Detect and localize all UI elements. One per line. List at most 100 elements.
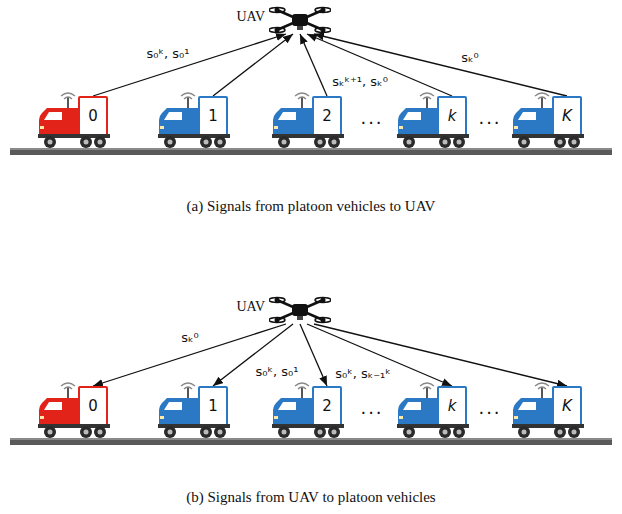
cab-window xyxy=(278,112,296,120)
uav-label: UAV xyxy=(236,8,265,25)
wheel xyxy=(94,426,106,438)
cab-window xyxy=(164,402,182,410)
vehicle-box: 0 xyxy=(78,96,108,136)
wheel xyxy=(164,426,176,438)
truck-illustration xyxy=(272,386,344,442)
wheel xyxy=(518,426,530,438)
wheel xyxy=(200,426,212,438)
signal-arrow xyxy=(93,34,286,96)
signal-arrow xyxy=(300,34,327,96)
wheel xyxy=(328,426,340,438)
antenna-wave xyxy=(535,383,549,386)
vehicle-number: K xyxy=(562,107,572,125)
vehicle-number: 2 xyxy=(322,107,332,125)
antenna xyxy=(301,97,303,108)
wheel-hub xyxy=(332,140,337,145)
wheel-hub xyxy=(318,430,323,435)
drone-motor xyxy=(275,8,280,13)
antenna-wave xyxy=(295,383,309,386)
wheel xyxy=(403,136,415,148)
wheel xyxy=(439,426,451,438)
antenna xyxy=(426,387,428,398)
antenna-wave xyxy=(298,97,306,99)
signal-arrow xyxy=(307,34,452,96)
vehicle-number: 0 xyxy=(88,107,98,125)
signal-label: sₖᵏ⁺¹, sₖ⁰ xyxy=(331,74,389,90)
head-light xyxy=(399,126,403,129)
cab-window xyxy=(518,402,536,410)
drone-motor xyxy=(321,28,326,33)
wheel-hub xyxy=(332,430,337,435)
wheel xyxy=(453,136,465,148)
truck-illustration xyxy=(397,96,469,152)
antenna xyxy=(67,97,69,108)
wheel-hub xyxy=(84,430,89,435)
uav-label: UAV xyxy=(236,298,265,315)
wheel xyxy=(278,136,290,148)
head-light xyxy=(514,126,518,129)
wheel-hub xyxy=(522,430,527,435)
wheel-hub xyxy=(204,430,209,435)
uav-node: UAV xyxy=(234,4,333,34)
antenna-wave xyxy=(184,387,192,389)
wheel-hub xyxy=(522,140,527,145)
wheel xyxy=(328,136,340,148)
wheel xyxy=(94,136,106,148)
wheel-hub xyxy=(558,140,563,145)
wheel-hub xyxy=(48,430,53,435)
wheel-hub xyxy=(48,140,53,145)
antenna-wave xyxy=(420,93,434,96)
wheel-hub xyxy=(98,140,103,145)
wheel-hub xyxy=(84,140,89,145)
antenna-wave xyxy=(181,383,195,386)
vehicle-box: 2 xyxy=(312,386,342,426)
drone-motor xyxy=(321,318,326,323)
truck-cab xyxy=(273,108,312,136)
truck-illustration xyxy=(38,96,110,152)
truck-illustration xyxy=(272,96,344,152)
vehicle-number: k xyxy=(448,397,457,415)
cab-window xyxy=(403,402,421,410)
wheel-hub xyxy=(168,140,173,145)
wheel xyxy=(403,426,415,438)
antenna xyxy=(301,387,303,398)
wheel-hub xyxy=(407,430,412,435)
cab-window xyxy=(518,112,536,120)
wheel-hub xyxy=(98,430,103,435)
drone-camera xyxy=(297,26,303,30)
antenna-wave xyxy=(61,383,75,386)
wheel-hub xyxy=(572,430,577,435)
wheel-hub xyxy=(443,140,448,145)
drone-motor xyxy=(275,318,280,323)
ellipsis-mark: ... xyxy=(360,398,383,418)
wheel-hub xyxy=(572,140,577,145)
vehicle-box: 0 xyxy=(78,386,108,426)
truck-cab xyxy=(39,108,78,136)
wheel xyxy=(80,136,92,148)
cab-window xyxy=(164,112,182,120)
wheel-hub xyxy=(282,430,287,435)
subfigure-caption: (a) Signals from platoon vehicles to UAV xyxy=(187,197,436,215)
truck-cab xyxy=(513,108,552,136)
wheel xyxy=(80,426,92,438)
truck-illustration xyxy=(158,386,230,442)
vehicle-box: K xyxy=(552,96,582,136)
vehicle-box: k xyxy=(437,386,467,426)
antenna-wave xyxy=(423,387,431,389)
head-light xyxy=(274,126,278,129)
signal-arrow xyxy=(213,34,293,96)
vehicle-number: k xyxy=(448,107,457,125)
antenna xyxy=(541,97,543,108)
vehicle-number: 2 xyxy=(322,397,332,415)
antenna-wave xyxy=(61,93,75,96)
wheel xyxy=(164,136,176,148)
truck-cab xyxy=(398,398,437,426)
truck-cab xyxy=(398,108,437,136)
head-light xyxy=(514,416,518,419)
signal-arrow xyxy=(314,34,567,96)
wheel xyxy=(554,426,566,438)
truck-cab xyxy=(159,108,198,136)
